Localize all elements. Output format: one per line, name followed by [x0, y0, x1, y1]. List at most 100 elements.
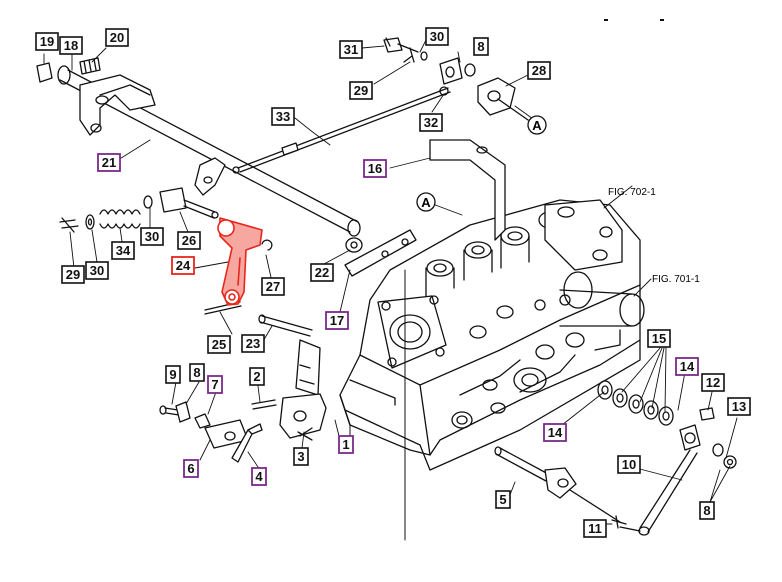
svg-text:25: 25 [212, 337, 226, 352]
callout-c34: 34 [111, 241, 135, 260]
callout-c27: 27 [261, 277, 285, 296]
svg-text:33: 33 [276, 109, 290, 124]
callout-c29a: 29 [349, 81, 373, 100]
svg-text:28: 28 [532, 63, 546, 78]
svg-text:22: 22 [315, 265, 329, 280]
lever-10-assembly [611, 407, 737, 536]
circlip-27 [261, 239, 273, 251]
svg-text:8: 8 [193, 365, 200, 380]
svg-text:19: 19 [40, 34, 54, 49]
callout-c9: 9 [165, 365, 181, 384]
callout-c29b: 29 [61, 265, 85, 284]
callout-c20: 20 [105, 28, 129, 47]
svg-text:5: 5 [499, 492, 506, 507]
shaft-5 [494, 446, 621, 523]
callout-c18: 18 [59, 36, 83, 55]
svg-text:21: 21 [102, 155, 116, 170]
callout-c11: 11 [583, 519, 607, 538]
callout-c13: 13 [727, 397, 751, 416]
callout-c30a: 30 [425, 27, 449, 46]
callout-c14b: 14 [543, 423, 567, 442]
callout-c31: 31 [339, 40, 363, 59]
callout-c3: 3 [293, 447, 309, 466]
callout-c10: 10 [617, 455, 641, 474]
top-right-assembly [383, 37, 529, 121]
callout-c26: 26 [177, 231, 201, 250]
bracket-16 [429, 139, 506, 241]
callout-c30b: 30 [85, 261, 109, 280]
svg-text:29: 29 [66, 267, 80, 282]
svg-text:32: 32 [424, 115, 438, 130]
svg-text:20: 20 [110, 30, 124, 45]
callout-c32: 32 [419, 113, 443, 132]
svg-text:8: 8 [477, 39, 484, 54]
svg-text:26: 26 [182, 233, 196, 248]
callout-c22: 22 [310, 263, 334, 282]
bushing-19 [36, 62, 53, 83]
svg-text:9: 9 [169, 367, 176, 382]
callout-c8a: 8 [473, 37, 489, 56]
main-housing [339, 199, 645, 471]
callout-c8b: 8 [189, 363, 205, 382]
svg-text:31: 31 [344, 42, 358, 57]
callout-c2: 2 [249, 367, 265, 386]
callout-c21: 21 [97, 153, 121, 172]
lever-24-highlighted [217, 217, 263, 306]
svg-text:29: 29 [354, 83, 368, 98]
svg-text:2: 2 [253, 369, 260, 384]
shaft-23 [258, 314, 321, 396]
washers-15 [597, 380, 674, 426]
callout-a-mid: A [416, 192, 436, 212]
callout-c17: 17 [325, 311, 349, 330]
callout-c7: 7 [207, 375, 223, 394]
svg-text:23: 23 [246, 336, 260, 351]
rod-33 [232, 86, 451, 174]
lower-left-parts [159, 393, 327, 463]
svg-text:14: 14 [548, 425, 563, 440]
callout-c6: 6 [183, 459, 199, 478]
callout-c4: 4 [251, 467, 267, 486]
svg-text:1: 1 [342, 437, 349, 452]
svg-text:A: A [532, 118, 542, 133]
svg-text:18: 18 [64, 38, 78, 53]
left-spring-assembly [59, 187, 219, 233]
svg-text:27: 27 [266, 279, 280, 294]
svg-text:3: 3 [297, 449, 304, 464]
svg-text:13: 13 [732, 399, 746, 414]
svg-text:11: 11 [588, 521, 602, 536]
svg-text:4: 4 [255, 469, 263, 484]
callout-c24: 24 [171, 256, 195, 275]
callout-c16: 16 [363, 159, 387, 178]
bolt-20 [79, 57, 101, 75]
callout-c28: 28 [527, 61, 551, 80]
svg-text:12: 12 [706, 375, 720, 390]
callout-c33: 33 [271, 107, 295, 126]
callout-c1: 1 [338, 435, 354, 454]
svg-text:8: 8 [703, 503, 710, 518]
callout-c25: 25 [207, 335, 231, 354]
svg-text:15: 15 [652, 331, 666, 346]
svg-text:6: 6 [187, 461, 194, 476]
callout-c14a: 14 [675, 357, 699, 376]
callout-c8c: 8 [699, 501, 715, 520]
svg-text:34: 34 [116, 243, 131, 258]
callout-c30c: 30 [140, 227, 164, 246]
svg-text:24: 24 [176, 258, 191, 273]
svg-text:A: A [421, 195, 431, 210]
svg-text:30: 30 [430, 29, 444, 44]
fig-702-reference: FIG. 702-1 [608, 187, 656, 198]
shaft-21 [57, 65, 363, 253]
callout-c23: 23 [241, 334, 265, 353]
callout-c5: 5 [495, 490, 511, 509]
svg-text:30: 30 [90, 263, 104, 278]
fig-701-reference: FIG. 701-1 [652, 274, 700, 285]
svg-text:17: 17 [330, 313, 344, 328]
callout-c12: 12 [701, 373, 725, 392]
callout-a-top: A [527, 115, 547, 135]
svg-text:30: 30 [145, 229, 159, 244]
svg-text:14: 14 [680, 359, 695, 374]
callout-c15: 15 [647, 329, 671, 348]
